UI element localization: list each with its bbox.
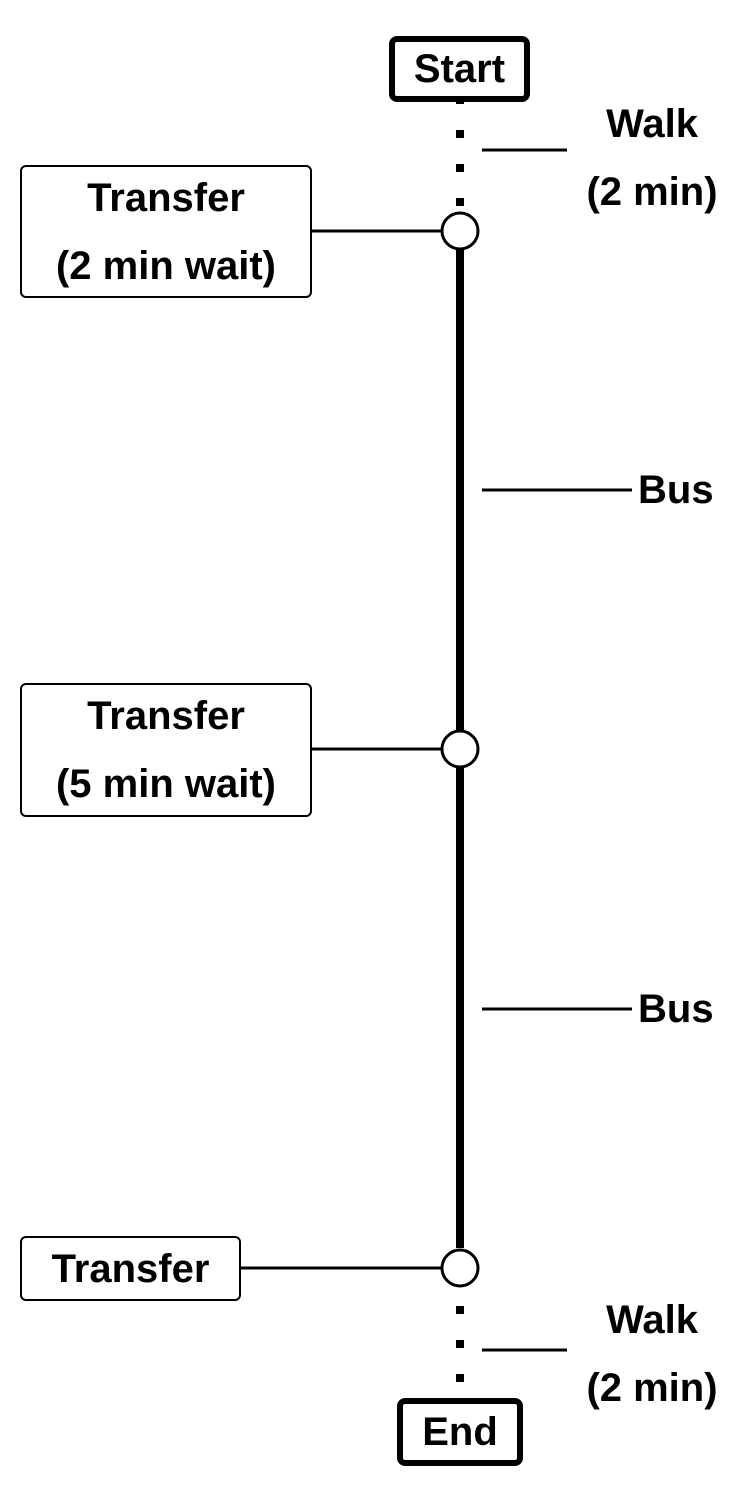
end-label: End [422,1410,498,1454]
transfer-2-wait: (5 min wait) [55,762,277,806]
stop-node-3 [440,1248,480,1288]
transfer-box-1: Transfer (2 min wait) [20,165,312,298]
segment-walk-top-detail: (2 min) [586,170,718,214]
segment-label-bus-2: Bus [638,985,714,1033]
stop-node-2 [440,729,480,769]
transfer-1-title: Transfer [87,175,245,220]
transfer-1-wait: (2 min wait) [55,243,277,288]
end-terminal: End [397,1398,523,1466]
transfer-3-title: Transfer [51,1246,210,1291]
transfer-box-3: Transfer [20,1236,241,1301]
segment-bus-2-mode: Bus [638,987,714,1031]
segment-label-bus-1: Bus [638,466,714,514]
start-terminal: Start [389,36,530,102]
segment-walk-bottom-detail: (2 min) [586,1366,718,1410]
stop-node-1 [440,211,480,251]
start-label: Start [413,47,506,91]
transfer-2-title: Transfer [87,694,245,738]
segment-bus-1-mode: Bus [638,468,714,512]
segment-label-walk-top: Walk (2 min) [572,90,732,226]
segment-walk-bottom-mode: Walk [606,1298,698,1342]
transfer-box-2: Transfer (5 min wait) [20,683,312,817]
segment-label-walk-bottom: Walk (2 min) [572,1286,732,1422]
segment-walk-top-mode: Walk [606,102,698,146]
